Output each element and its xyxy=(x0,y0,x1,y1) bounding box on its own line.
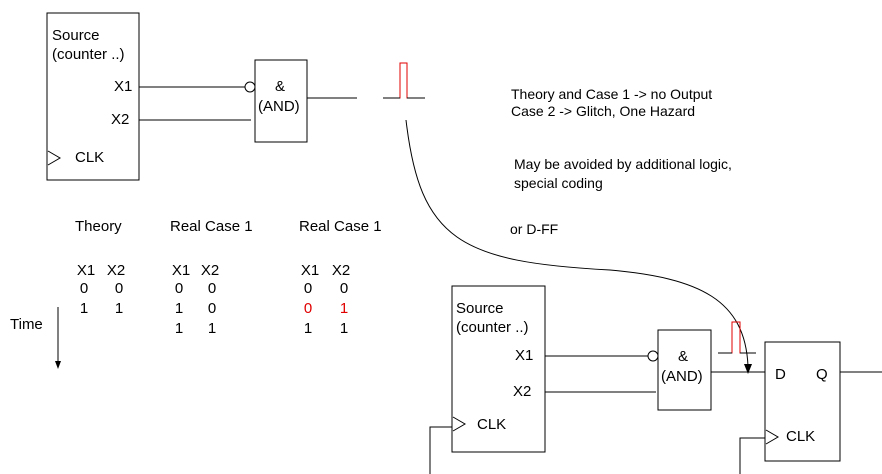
top-source-sub: (counter ..) xyxy=(52,46,125,63)
bottom-clk-triangle xyxy=(452,416,466,432)
top-x2-label: X2 xyxy=(111,111,130,128)
bottom-glitch-pulse xyxy=(718,321,756,354)
case1-header-x1: X1 xyxy=(171,262,191,279)
bottom-gate-symbol: & xyxy=(678,348,689,365)
bottom-clk-wire xyxy=(429,426,452,474)
case1-cell: 0 xyxy=(174,280,184,297)
note-line3: May be avoided by additional logic, xyxy=(514,156,732,172)
curved-arrow-head xyxy=(744,364,752,374)
dff-clk-wire xyxy=(739,437,765,474)
note-line4: special coding xyxy=(514,175,603,191)
dff-q-label: Q xyxy=(816,366,828,383)
case1-header-x2: X2 xyxy=(200,262,220,279)
bottom-source-label: Source xyxy=(456,300,504,317)
case1-cell: 1 xyxy=(207,320,217,337)
top-invert-bubble xyxy=(244,81,256,93)
case2-cell: 0 xyxy=(339,280,349,297)
case1-cell: 0 xyxy=(207,300,217,317)
case2-title: Real Case 1 xyxy=(299,218,382,235)
time-label: Time xyxy=(10,316,43,333)
case1-title: Real Case 1 xyxy=(170,218,253,235)
bottom-x2-label: X2 xyxy=(513,383,532,400)
case2-header-x2: X2 xyxy=(331,262,351,279)
case1-cell: 0 xyxy=(207,280,217,297)
curved-arrow xyxy=(405,119,749,367)
bottom-and-gate xyxy=(657,329,712,411)
note-line2: Case 2 -> Glitch, One Hazard xyxy=(511,103,696,119)
case2-cell: 1 xyxy=(303,320,313,337)
top-glitch-pulse xyxy=(383,62,425,99)
case1-cell: 1 xyxy=(174,320,184,337)
top-clk-triangle xyxy=(47,150,61,166)
theory-header-x1: X1 xyxy=(76,262,96,279)
dff-clk-triangle xyxy=(765,429,779,445)
bottom-gate-name: (AND) xyxy=(661,368,703,385)
case2-cell-highlight: 0 xyxy=(303,300,313,317)
theory-title: Theory xyxy=(75,218,122,235)
note-line5: or D-FF xyxy=(510,221,559,237)
theory-cell: 1 xyxy=(114,300,124,317)
case2-cell: 1 xyxy=(339,320,349,337)
bottom-clk-label: CLK xyxy=(477,416,507,433)
bottom-invert-bubble xyxy=(647,350,659,362)
time-arrow-head xyxy=(55,361,61,369)
dff-clk-label: CLK xyxy=(786,428,816,445)
case1-cell: 1 xyxy=(174,300,184,317)
theory-cell: 1 xyxy=(79,300,89,317)
case2-cell-highlight: 1 xyxy=(339,300,349,317)
top-clk-label: CLK xyxy=(75,149,105,166)
note-line1: Theory and Case 1 -> no Output xyxy=(511,86,713,102)
bottom-source-sub: (counter ..) xyxy=(456,319,529,336)
theory-cell: 0 xyxy=(114,280,124,297)
top-source-label: Source xyxy=(52,27,100,44)
theory-cell: 0 xyxy=(79,280,89,297)
top-gate-name: (AND) xyxy=(258,98,300,115)
case2-header-x1: X1 xyxy=(300,262,320,279)
case2-cell: 0 xyxy=(303,280,313,297)
bottom-x1-label: X1 xyxy=(515,347,534,364)
bottom-source-box xyxy=(451,285,546,453)
dff-box xyxy=(764,341,841,462)
top-gate-symbol: & xyxy=(275,78,286,95)
dff-d-label: D xyxy=(775,366,786,383)
theory-header-x2: X2 xyxy=(106,262,126,279)
top-and-gate xyxy=(254,59,308,143)
top-source-box xyxy=(46,12,140,181)
top-x1-label: X1 xyxy=(114,78,133,95)
